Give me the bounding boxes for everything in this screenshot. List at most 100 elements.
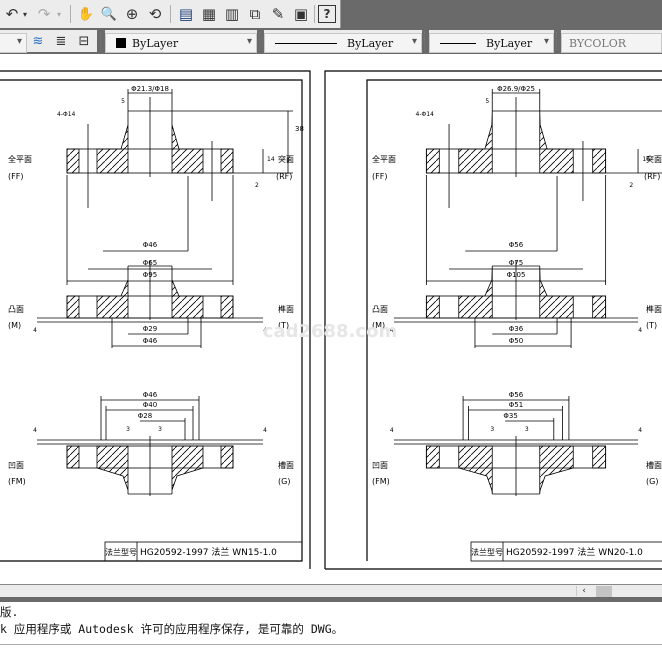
separator [314, 5, 315, 23]
height-dimension: 38 [295, 125, 304, 133]
chamfer-dimension: 5 [485, 98, 489, 105]
undo-dropdown-icon[interactable]: ▾ [22, 9, 27, 19]
linetype-segment: ByLayer ▾ [264, 30, 422, 53]
scroll-thumb[interactable] [596, 586, 612, 597]
sheet-set-icon[interactable]: ⧉ [249, 5, 261, 23]
hatched-section [458, 265, 493, 319]
layer-previous-icon[interactable]: ≣ [55, 33, 67, 49]
side-dimension: 4 [638, 327, 642, 334]
chevron-down-icon: ▾ [543, 36, 549, 47]
layer-isolate-icon[interactable]: ⊟ [78, 33, 90, 49]
face-type-code: (M) [8, 321, 21, 330]
face-type-label: 突面 [278, 154, 294, 164]
zoom-previous-icon[interactable]: ⟲ [148, 5, 162, 23]
pan-icon[interactable]: ✋ [77, 6, 95, 22]
lineweight-value: ByLayer [486, 36, 533, 50]
separator [70, 5, 71, 23]
raise-dimension: 16 [642, 156, 650, 163]
redo-icon[interactable]: ↷ [37, 5, 51, 23]
hatched-section [539, 445, 574, 495]
markup-icon[interactable]: ✎ [271, 5, 285, 23]
hatched-section [220, 295, 234, 319]
d2-dimension: Φ46 [143, 337, 158, 345]
face-type-code: (M) [372, 321, 385, 330]
layer-states-icon[interactable]: ≋ [32, 33, 44, 49]
layer-toolbar-segment: ▾ ≋ ≣ ⊟ [0, 30, 97, 53]
layer-dropdown[interactable]: ▾ [0, 33, 27, 53]
d1-dimension: Φ46 [143, 241, 158, 249]
color-control[interactable]: ByLayer ▾ [105, 33, 257, 53]
plotstyle-value: BYCOLOR [569, 36, 626, 50]
hatched-section [96, 266, 129, 319]
lineweight-segment: ByLayer ▾ [429, 30, 554, 53]
groove-dimension: 3 [126, 426, 130, 433]
undo-icon[interactable]: ↶ [5, 5, 19, 23]
title-block-value: HG20592-1997 法兰 WN15-1.0 [140, 546, 277, 558]
hub-dimension: Φ26.9/Φ25 [497, 85, 535, 93]
linetype-value: ByLayer [347, 36, 394, 50]
hatched-section [220, 445, 234, 469]
hatched-section [539, 110, 574, 174]
side-dimension: 4 [390, 327, 394, 334]
face-type-code: (FM) [372, 477, 390, 486]
hatched-section [96, 445, 129, 494]
face-type-code: (T) [278, 321, 289, 330]
face-type-code: (T) [646, 321, 657, 330]
face-type-label: 凹面 [8, 461, 24, 470]
tool-palettes-icon[interactable]: ▥ [224, 5, 240, 23]
face-type-label: 槽面 [278, 460, 294, 470]
horizontal-scrollbar[interactable]: ‹ [0, 584, 662, 598]
face-type-code: (FF) [8, 172, 23, 181]
title-block-frame [470, 541, 662, 562]
hub-dimension: Φ21.3/Φ18 [131, 85, 169, 93]
title-block-label: 法兰型号 [105, 547, 137, 557]
d1-dimension: Φ56 [509, 241, 524, 249]
face-type-label: 全平面 [8, 154, 32, 164]
d2-dimension: Φ51 [509, 401, 523, 409]
hatched-section [66, 148, 80, 174]
d1-dimension: Φ46 [143, 391, 158, 399]
redo-dropdown-icon[interactable]: ▾ [56, 9, 61, 19]
chamfer-dimension: 5 [121, 98, 125, 105]
zoom-realtime-icon[interactable]: 🔍 [100, 6, 118, 22]
face-dimension: 2 [629, 182, 633, 189]
d2-dimension: Φ40 [143, 401, 157, 409]
lineweight-control[interactable]: ByLayer ▾ [429, 33, 554, 53]
d3-dimension: Φ35 [503, 412, 517, 420]
plotstyle-control[interactable]: BYCOLOR [561, 33, 662, 53]
separator [170, 5, 171, 23]
properties-icon[interactable]: ▤ [178, 5, 194, 23]
properties-toolbar: ▾ ≋ ≣ ⊟ ByLayer ▾ ByLayer ▾ ByLayer ▾ BY… [0, 28, 662, 54]
side-dimension: 4 [263, 327, 267, 334]
linetype-control[interactable]: ByLayer ▾ [264, 33, 422, 53]
hatched-section [539, 265, 574, 319]
help-icon[interactable]: ? [318, 5, 336, 23]
color-value: ByLayer [132, 36, 179, 50]
hole-dimension: 4-Φ14 [57, 111, 76, 118]
groove-dimension: 3 [490, 426, 494, 433]
hatched-section [171, 445, 204, 494]
hatched-section [425, 445, 440, 469]
title-block-label: 法兰型号 [471, 547, 503, 557]
color-swatch [116, 38, 126, 48]
face-type-label: 槽面 [646, 460, 662, 470]
hatched-section [592, 445, 607, 469]
linetype-preview [275, 42, 337, 44]
calculator-icon[interactable]: ▣ [293, 5, 309, 23]
title-block-frame [104, 541, 303, 562]
flange-sheet-2: Φ26.9/Φ2554-Φ1440162Φ56Φ75Φ105全平面(FF)突面(… [372, 85, 662, 562]
face-type-label: 凸面 [8, 305, 24, 314]
hole-dimension: 4-Φ14 [416, 111, 435, 118]
face-type-label: 榫面 [278, 304, 294, 314]
flange-sheet-1: Φ21.3/Φ1854-Φ1438142Φ46Φ65Φ95全平面(FF)突面(R… [8, 85, 304, 562]
design-center-icon[interactable]: ▦ [201, 5, 217, 23]
command-window-splitter[interactable] [0, 597, 662, 602]
command-history-line-1: 版. [0, 605, 19, 619]
zoom-window-icon[interactable]: ⊕ [125, 5, 139, 23]
chevron-down-icon: ▾ [246, 36, 252, 47]
chevron-down-icon: ▾ [411, 36, 417, 47]
scroll-left-icon[interactable]: ‹ [576, 586, 591, 596]
